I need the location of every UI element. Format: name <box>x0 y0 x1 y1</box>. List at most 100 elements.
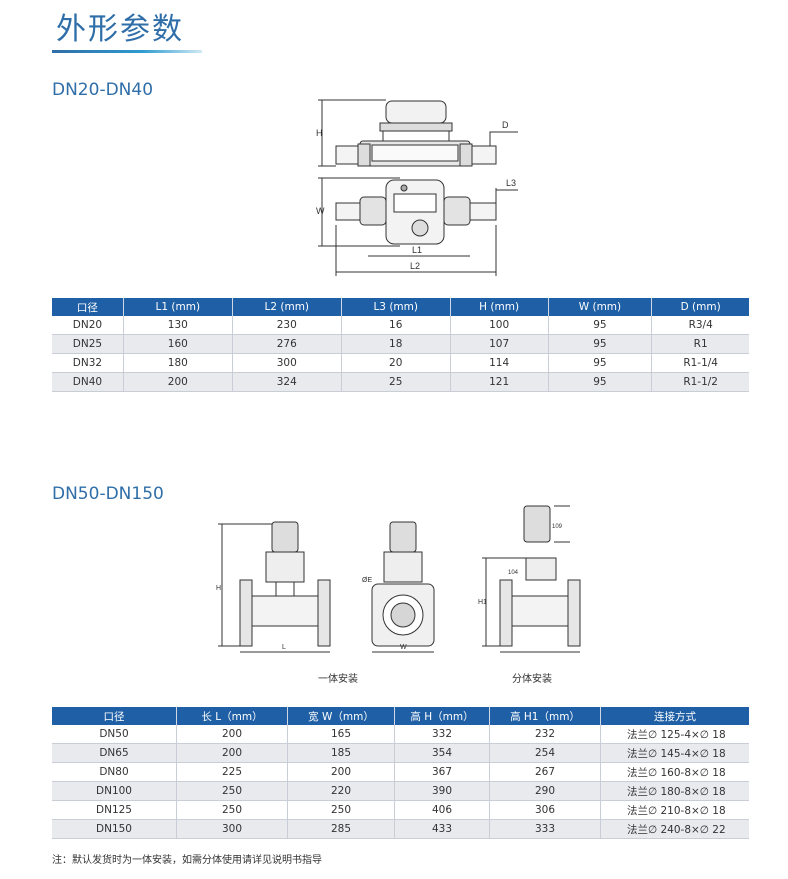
table-cell: 250 <box>176 800 288 820</box>
table-cell: 法兰∅ 145-4×∅ 18 <box>600 743 749 763</box>
table-cell: 130 <box>123 316 233 335</box>
table-cell: DN100 <box>52 781 177 801</box>
label-d: D <box>502 120 509 130</box>
table-header: 口径 <box>52 298 124 316</box>
label-h1: H1 <box>478 599 487 606</box>
small-meter-top-view <box>318 177 518 276</box>
table-row: DN25 160 276 18 107 95 R1 <box>52 334 749 354</box>
table-row: DN50 200 165 332 232 法兰∅ 125-4×∅ 18 <box>52 725 749 744</box>
drawing-dimension-labels: H D W L3 L1 L2 H L ØE W H1 109 104 <box>216 120 563 651</box>
table-header: 长 L（mm） <box>176 707 288 725</box>
table-header: W (mm) <box>548 298 653 316</box>
table-cell: 306 <box>489 800 601 820</box>
table-cell: 200 <box>176 743 288 763</box>
label-l-large: L <box>282 644 286 651</box>
table-cell: 254 <box>489 743 601 763</box>
spec-table-dn50-dn150: 口径 长 L（mm） 宽 W（mm） 高 H（mm） 高 H1（mm） 连接方式… <box>52 707 749 839</box>
table-cell: 220 <box>287 781 395 801</box>
table-header: H (mm) <box>450 298 549 316</box>
table-cell: 95 <box>548 316 653 335</box>
table-row: DN40 200 324 25 121 95 R1-1/2 <box>52 372 749 392</box>
table-cell: 333 <box>489 819 601 839</box>
large-meter-side-view <box>371 521 435 653</box>
table-cell: 95 <box>548 353 653 373</box>
table-cell: 107 <box>450 334 549 354</box>
label-h-small: H <box>316 128 323 138</box>
large-meter-split-view <box>482 505 581 653</box>
table-cell: 95 <box>548 372 653 392</box>
table-cell: 225 <box>176 762 288 782</box>
table-cell: 232 <box>489 725 601 744</box>
table-cell: R3/4 <box>651 316 749 335</box>
table-row: DN150 300 285 433 333 法兰∅ 240-8×∅ 22 <box>52 819 749 839</box>
table-cell: DN20 <box>52 316 124 335</box>
table-header: 口径 <box>52 707 177 725</box>
table-cell: DN80 <box>52 762 177 782</box>
table-header: L3 (mm) <box>341 298 451 316</box>
small-meter-side-view <box>318 99 518 167</box>
table-cell: 180 <box>123 353 233 373</box>
section-title-dn20-dn40: DN20-DN40 <box>52 80 154 100</box>
label-l2: L2 <box>410 261 420 271</box>
table-cell: 250 <box>176 781 288 801</box>
table-header: 高 H1（mm） <box>489 707 601 725</box>
table-cell: 250 <box>287 800 395 820</box>
table-cell: 160 <box>123 334 233 354</box>
table-cell: DN125 <box>52 800 177 820</box>
spec-table-dn20-dn40: 口径 L1 (mm) L2 (mm) L3 (mm) H (mm) W (mm)… <box>52 298 749 392</box>
table-cell: DN150 <box>52 819 177 839</box>
label-w-large: W <box>400 644 407 651</box>
table-cell: 267 <box>489 762 601 782</box>
table-cell: 367 <box>394 762 490 782</box>
table-header: 连接方式 <box>600 707 749 725</box>
table-cell: 276 <box>232 334 342 354</box>
table-cell: 121 <box>450 372 549 392</box>
label-l3: L3 <box>506 178 516 188</box>
footnote: 注：默认发货时为一体安装，如需分体使用请详见说明书指导 <box>52 855 322 866</box>
label-l1: L1 <box>412 245 422 255</box>
table-cell: 332 <box>394 725 490 744</box>
table-row: DN125 250 250 406 306 法兰∅ 210-8×∅ 18 <box>52 800 749 820</box>
table-cell: 300 <box>176 819 288 839</box>
table-header: 高 H（mm） <box>394 707 490 725</box>
table-cell: 285 <box>287 819 395 839</box>
table-header: 宽 W（mm） <box>287 707 395 725</box>
table-cell: 230 <box>232 316 342 335</box>
label-104: 104 <box>508 570 519 576</box>
table-cell: 法兰∅ 180-8×∅ 18 <box>600 781 749 801</box>
table-cell: 18 <box>341 334 451 354</box>
table-row: DN100 250 220 390 290 法兰∅ 180-8×∅ 18 <box>52 781 749 801</box>
table-cell: 200 <box>123 372 233 392</box>
table-cell: 法兰∅ 160-8×∅ 18 <box>600 762 749 782</box>
label-e: ØE <box>362 577 372 584</box>
label-w-small: W <box>316 206 325 216</box>
table-cell: 114 <box>450 353 549 373</box>
table-cell: 290 <box>489 781 601 801</box>
label-109: 109 <box>552 524 563 530</box>
table-cell: DN40 <box>52 372 124 392</box>
section-title-dn50-dn150: DN50-DN150 <box>52 484 164 504</box>
table-header: L2 (mm) <box>232 298 342 316</box>
caption-split-install: 分体安装 <box>512 674 552 685</box>
table-cell: 406 <box>394 800 490 820</box>
table-cell: 200 <box>287 762 395 782</box>
page-title: 外形参数 <box>56 12 184 47</box>
table-cell: 433 <box>394 819 490 839</box>
table-header: L1 (mm) <box>123 298 233 316</box>
table-cell: 16 <box>341 316 451 335</box>
label-h-large: H <box>216 585 221 592</box>
table-cell: 300 <box>232 353 342 373</box>
table-cell: DN50 <box>52 725 177 744</box>
title-underline <box>52 50 202 53</box>
table-row: DN80 225 200 367 267 法兰∅ 160-8×∅ 18 <box>52 762 749 782</box>
table-cell: 20 <box>341 353 451 373</box>
caption-integrated-install: 一体安装 <box>318 674 358 685</box>
table-cell: DN25 <box>52 334 124 354</box>
table-header: D (mm) <box>651 298 749 316</box>
table-cell: R1-1/2 <box>651 372 749 392</box>
table-row: DN32 180 300 20 114 95 R1-1/4 <box>52 353 749 373</box>
table-cell: 法兰∅ 210-8×∅ 18 <box>600 800 749 820</box>
table-cell: R1 <box>651 334 749 354</box>
table-row: DN20 130 230 16 100 95 R3/4 <box>52 316 749 335</box>
